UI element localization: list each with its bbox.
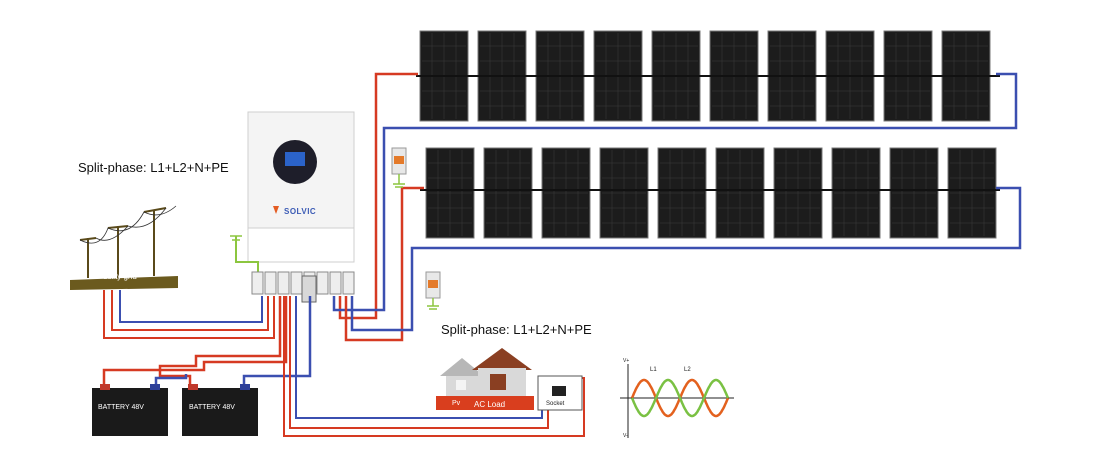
split-phase-label-bottom: Split-phase: L1+L2+N+PE (441, 322, 592, 337)
grid-wire-l2 (111, 290, 269, 331)
breaker-icon (329, 271, 342, 295)
battery-negative-wire-2 (242, 296, 312, 384)
breaker-icon (251, 271, 264, 295)
grid-wire-l1 (119, 290, 263, 323)
house-icon (436, 348, 583, 411)
battery-label-1: BATTERY 48V (98, 404, 144, 411)
ground-wire (235, 236, 259, 272)
battery-icon (182, 384, 258, 436)
load-wire-l2 (289, 296, 549, 429)
breaker-icon (277, 271, 290, 295)
battery-negative-wire (154, 374, 188, 384)
breaker-icon (264, 271, 277, 295)
grid-wire-n (103, 290, 275, 339)
ground-icon (230, 235, 242, 241)
utility-pole-icon (70, 205, 178, 290)
surge-protector-icon (425, 271, 441, 310)
split-phase-label-top: Split-phase: L1+L2+N+PE (78, 160, 229, 175)
surge-protector-icon (391, 147, 407, 188)
wave-l2-label: L2 (684, 367, 691, 373)
inverter-icon (247, 111, 355, 263)
solar-panel-row-bottom (425, 147, 997, 239)
wave-vminus-label: V- (623, 433, 628, 439)
inverter-brand-label: SOLVIC (284, 207, 317, 216)
breaker-icon (290, 271, 303, 295)
ac-load-label: AC Load (474, 400, 506, 409)
wave-l2-line (630, 378, 730, 418)
wave-vplus-label: V+ (623, 358, 630, 364)
utility-grid-label: utility grid (103, 272, 137, 281)
battery-icon (92, 384, 168, 436)
pv-label: Pv (452, 400, 461, 407)
breaker-icon (316, 271, 329, 295)
pv1-negative-wire (332, 72, 1018, 312)
battery-positive-wire (102, 296, 288, 384)
sine-wave-icon (620, 364, 734, 438)
socket-label: Socket (546, 401, 565, 407)
battery-label-2: BATTERY 48V (189, 404, 235, 411)
pv2-positive-wire (344, 186, 424, 342)
breaker-panel (251, 271, 355, 303)
load-wire-n (283, 296, 585, 437)
wave-l1-label: L1 (650, 367, 657, 373)
breaker-icon (342, 271, 355, 295)
pv2-negative-wire (350, 186, 1022, 332)
